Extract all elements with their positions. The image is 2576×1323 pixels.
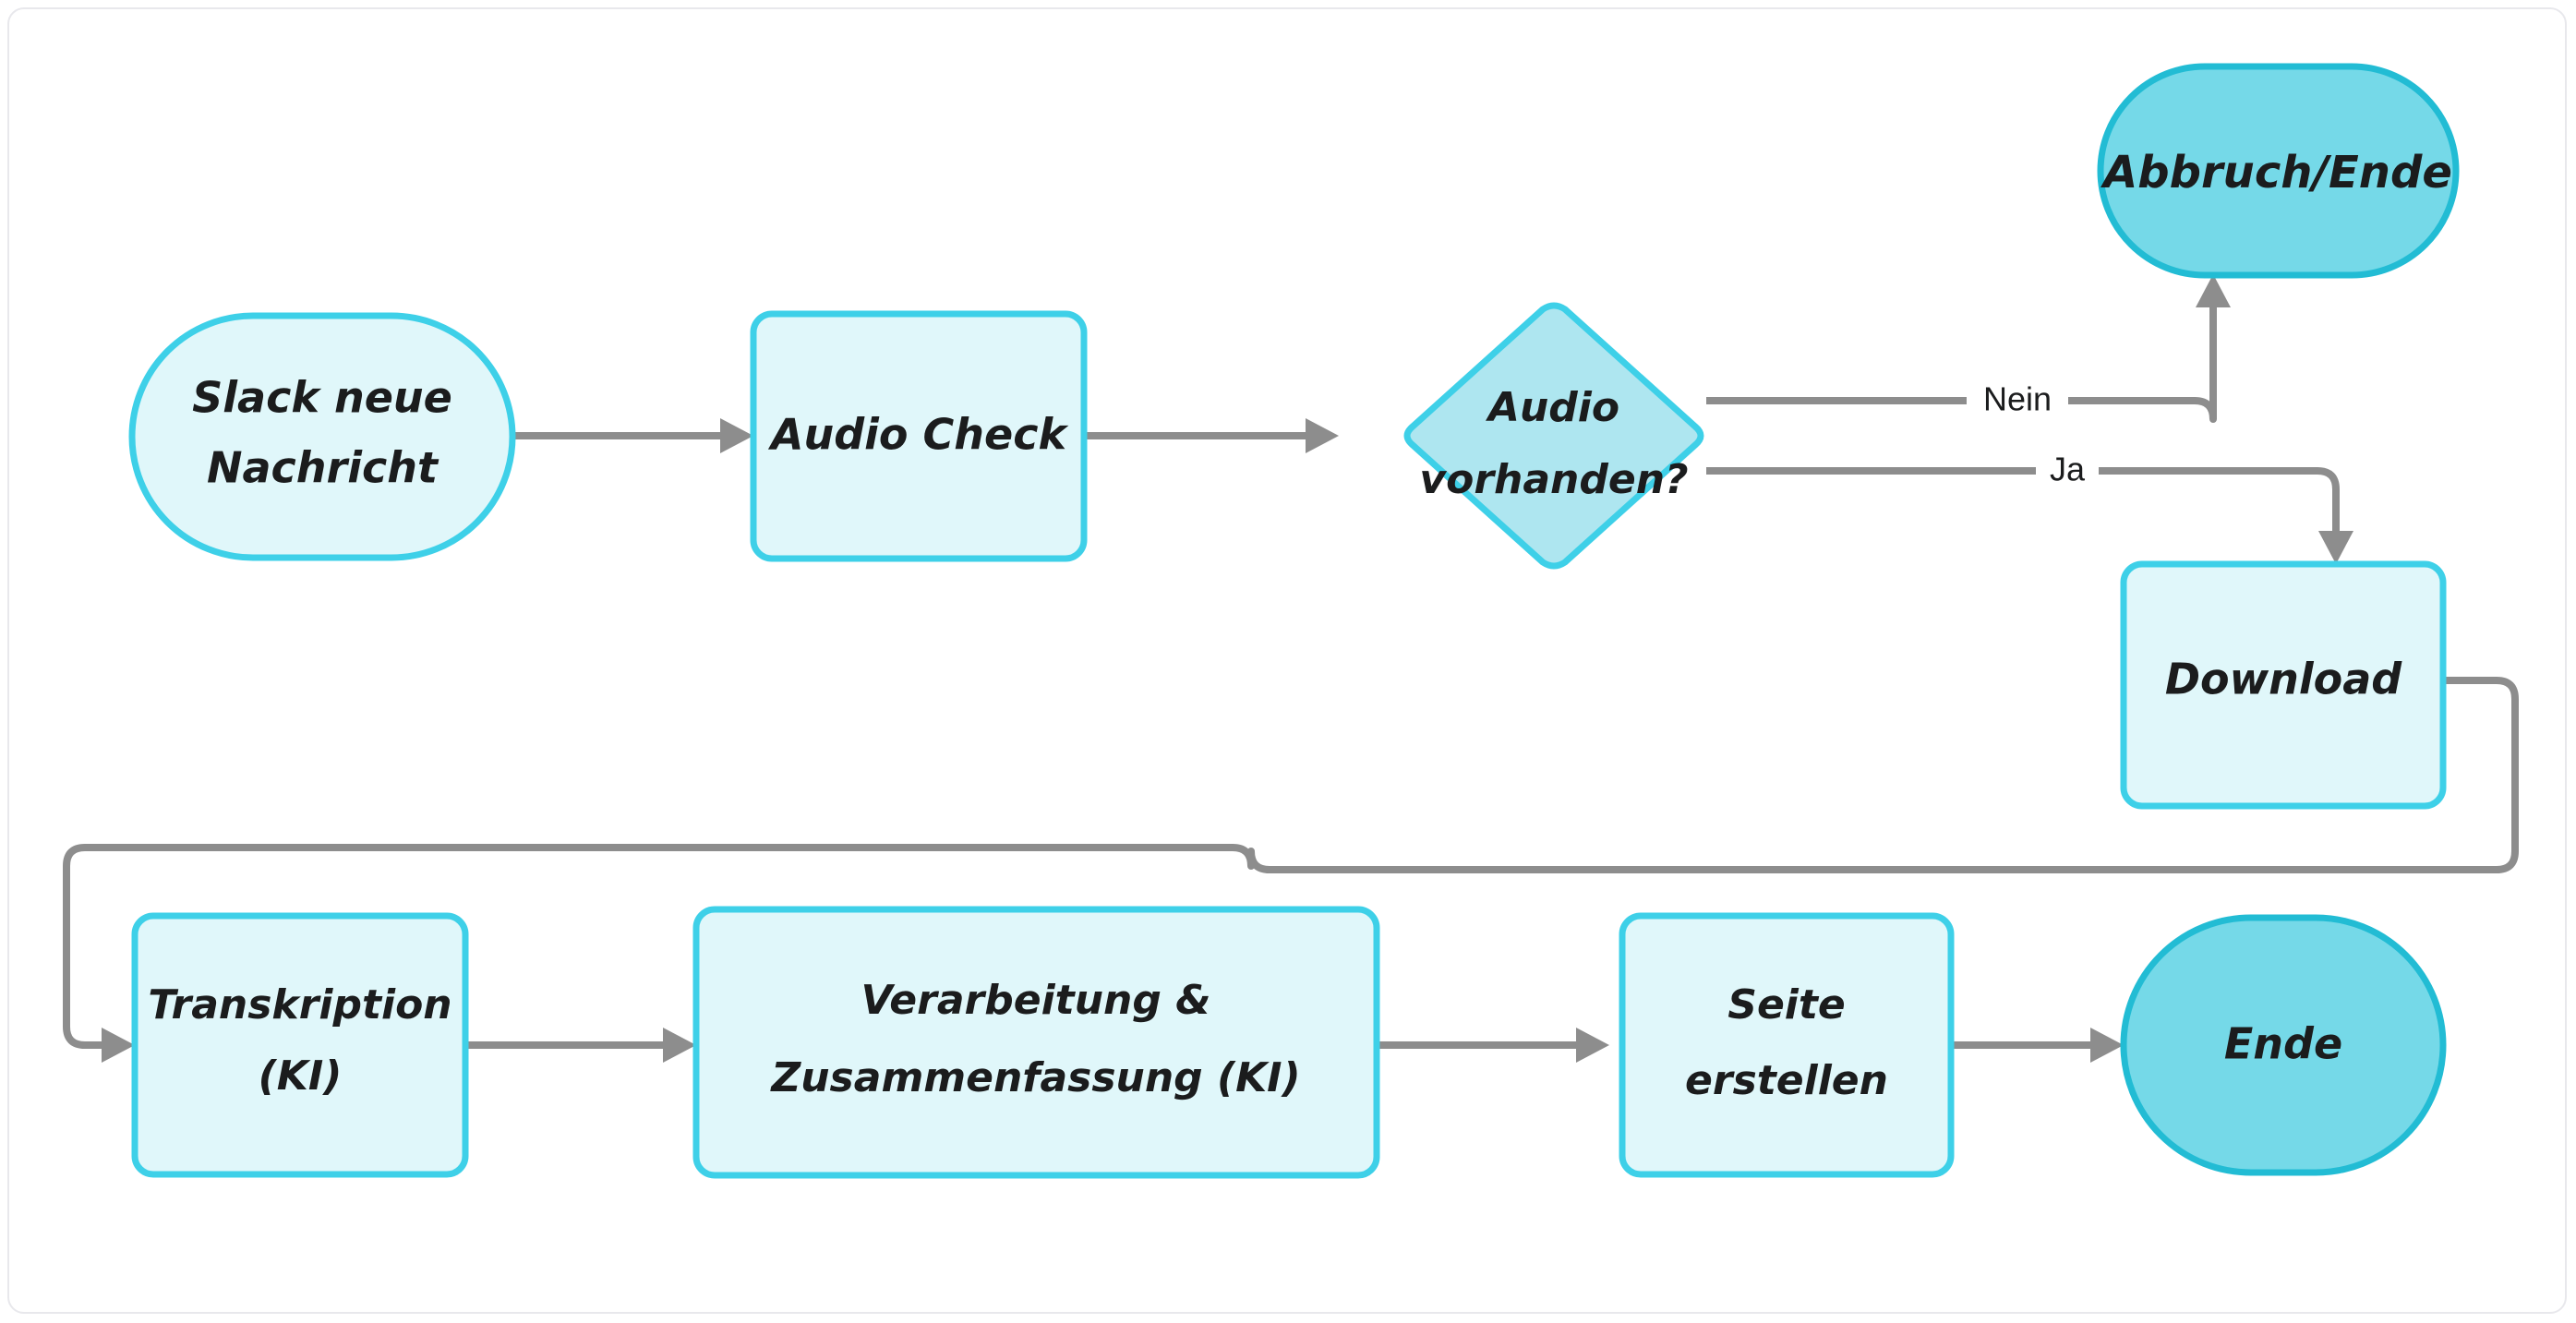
node-transkription-label-line-1: Transkription bbox=[148, 981, 451, 1028]
edge-check-to-decide bbox=[1084, 418, 1339, 453]
node-start-label-line-2: Nachricht bbox=[207, 443, 439, 493]
edge-label-nein-group: Nein bbox=[1967, 377, 2068, 425]
node-seite-erstellen-label-line-2: erstellen bbox=[1685, 1057, 1888, 1104]
node-abbruch-ende-label: Abbruch/Ende bbox=[2100, 147, 2452, 198]
arrow-head-icon bbox=[663, 1028, 696, 1063]
node-seite-erstellen-label-line-1: Seite bbox=[1727, 981, 1846, 1028]
arrow-head-icon bbox=[2318, 531, 2353, 564]
edge-line bbox=[1706, 307, 2217, 423]
node-shape-stadium[interactable] bbox=[2120, 914, 2447, 1176]
node-start-label-line-1: Slack neue bbox=[192, 373, 452, 423]
node-download[interactable]: Download bbox=[2120, 560, 2447, 810]
node-seite-erstellen[interactable]: Seite erstellen bbox=[1619, 912, 1955, 1178]
arrow-head-icon bbox=[102, 1028, 135, 1063]
edge-label-ja-backdrop bbox=[2036, 447, 2099, 495]
node-verarbeitung[interactable]: Verarbeitung & Zusammenfassung (KI) bbox=[692, 906, 1380, 1179]
node-shape-diamond[interactable] bbox=[1403, 302, 1704, 570]
edge-line bbox=[63, 677, 2519, 1049]
node-shape-stadium[interactable] bbox=[2097, 63, 2460, 279]
flowchart-svg: Slack neue Nachricht Audio Check Audio v… bbox=[63, 63, 2519, 1179]
arrow-head-icon bbox=[1576, 1028, 1609, 1063]
arrow-head-icon bbox=[1306, 418, 1339, 453]
arrow-head-icon bbox=[720, 418, 753, 453]
node-abbruch-ende[interactable]: Abbruch/Ende bbox=[2097, 63, 2460, 279]
node-transkription[interactable]: Transkription (KI) bbox=[131, 912, 469, 1178]
node-verarbeitung-label-line-2: Zusammenfassung (KI) bbox=[769, 1054, 1300, 1101]
node-shape-rect[interactable] bbox=[692, 906, 1380, 1179]
edge-transcribe-to-process bbox=[465, 1028, 696, 1063]
edge-label-nein-backdrop bbox=[1967, 377, 2068, 425]
edge-decide-to-download bbox=[1706, 467, 2353, 564]
node-decision-label-line-2: vorhanden? bbox=[1419, 456, 1688, 503]
edge-download-to-transcribe bbox=[63, 677, 2519, 1063]
edge-label-ja-group: Ja bbox=[2036, 447, 2099, 495]
node-audio-check[interactable]: Audio Check bbox=[750, 310, 1088, 562]
edge-label-ja: Ja bbox=[2050, 451, 2086, 488]
edge-label-nein: Nein bbox=[1983, 380, 2052, 418]
edge-start-to-check bbox=[512, 418, 753, 453]
node-audio-vorhanden-decision[interactable]: Audio vorhanden? bbox=[1403, 302, 1704, 570]
node-ende[interactable]: Ende bbox=[2120, 914, 2447, 1176]
node-verarbeitung-label-line-1: Verarbeitung & bbox=[861, 977, 1210, 1024]
arrow-head-icon bbox=[2090, 1028, 2124, 1063]
edge-decide-to-abort bbox=[1706, 274, 2231, 423]
node-audio-check-label: Audio Check bbox=[768, 410, 1069, 460]
node-shape-rect[interactable] bbox=[750, 310, 1088, 562]
node-shape-stadium[interactable] bbox=[128, 312, 516, 561]
node-download-label: Download bbox=[2165, 655, 2402, 704]
edge-process-to-page bbox=[1377, 1028, 1609, 1063]
node-transkription-label-line-2: (KI) bbox=[259, 1052, 343, 1100]
node-ende-label: Ende bbox=[2224, 1019, 2342, 1069]
node-shape-rect[interactable] bbox=[2120, 560, 2447, 810]
node-start[interactable]: Slack neue Nachricht bbox=[128, 312, 516, 561]
edge-page-to-end bbox=[1951, 1028, 2124, 1063]
node-decision-label-line-1: Audio bbox=[1486, 384, 1619, 431]
diagram-canvas: Slack neue Nachricht Audio Check Audio v… bbox=[7, 7, 2567, 1314]
node-shape-rect[interactable] bbox=[1619, 912, 1955, 1178]
node-shape-rect[interactable] bbox=[131, 912, 469, 1178]
edge-line bbox=[1706, 467, 2340, 531]
arrow-head-icon bbox=[2196, 274, 2231, 307]
